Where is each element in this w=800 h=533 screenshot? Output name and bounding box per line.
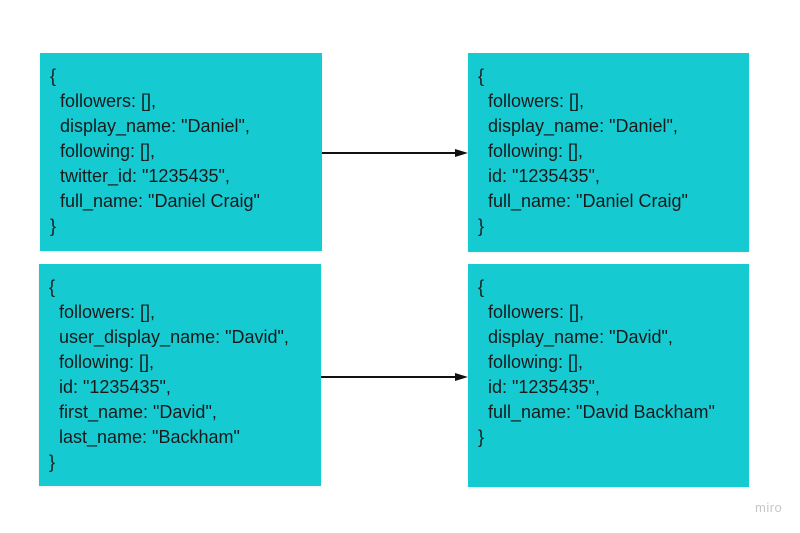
miro-logo[interactable]: miro [755, 500, 783, 515]
json-card-top-right-code: { followers: [], display_name: "Daniel",… [478, 66, 688, 236]
arrow-line [322, 152, 455, 154]
arrow-connector-top[interactable] [322, 148, 468, 158]
arrow-right-icon [455, 149, 468, 157]
json-card-bottom-left-code: { followers: [], user_display_name: "Dav… [49, 277, 289, 472]
json-card-top-left[interactable]: { followers: [], display_name: "Daniel",… [40, 53, 322, 251]
arrow-connector-bottom[interactable] [321, 372, 468, 382]
json-card-bottom-left[interactable]: { followers: [], user_display_name: "Dav… [39, 264, 321, 486]
json-card-bottom-right[interactable]: { followers: [], display_name: "David", … [468, 264, 749, 487]
json-card-bottom-right-code: { followers: [], display_name: "David", … [478, 277, 715, 447]
arrow-line [321, 376, 455, 378]
arrow-right-icon [455, 373, 468, 381]
json-card-top-right[interactable]: { followers: [], display_name: "Daniel",… [468, 53, 749, 252]
json-card-top-left-code: { followers: [], display_name: "Daniel",… [50, 66, 260, 236]
